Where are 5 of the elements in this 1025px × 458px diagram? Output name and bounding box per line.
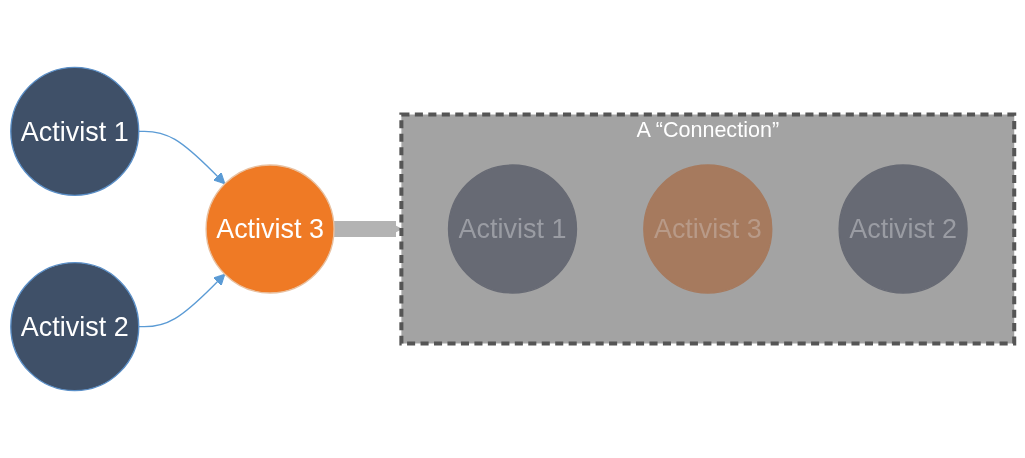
node-circle: Activist 2 xyxy=(10,262,140,392)
arrow xyxy=(138,273,226,328)
arrow xyxy=(138,130,226,185)
node-circle: Activist 3 xyxy=(205,164,335,294)
node-circle: Activist 1 xyxy=(10,66,140,196)
